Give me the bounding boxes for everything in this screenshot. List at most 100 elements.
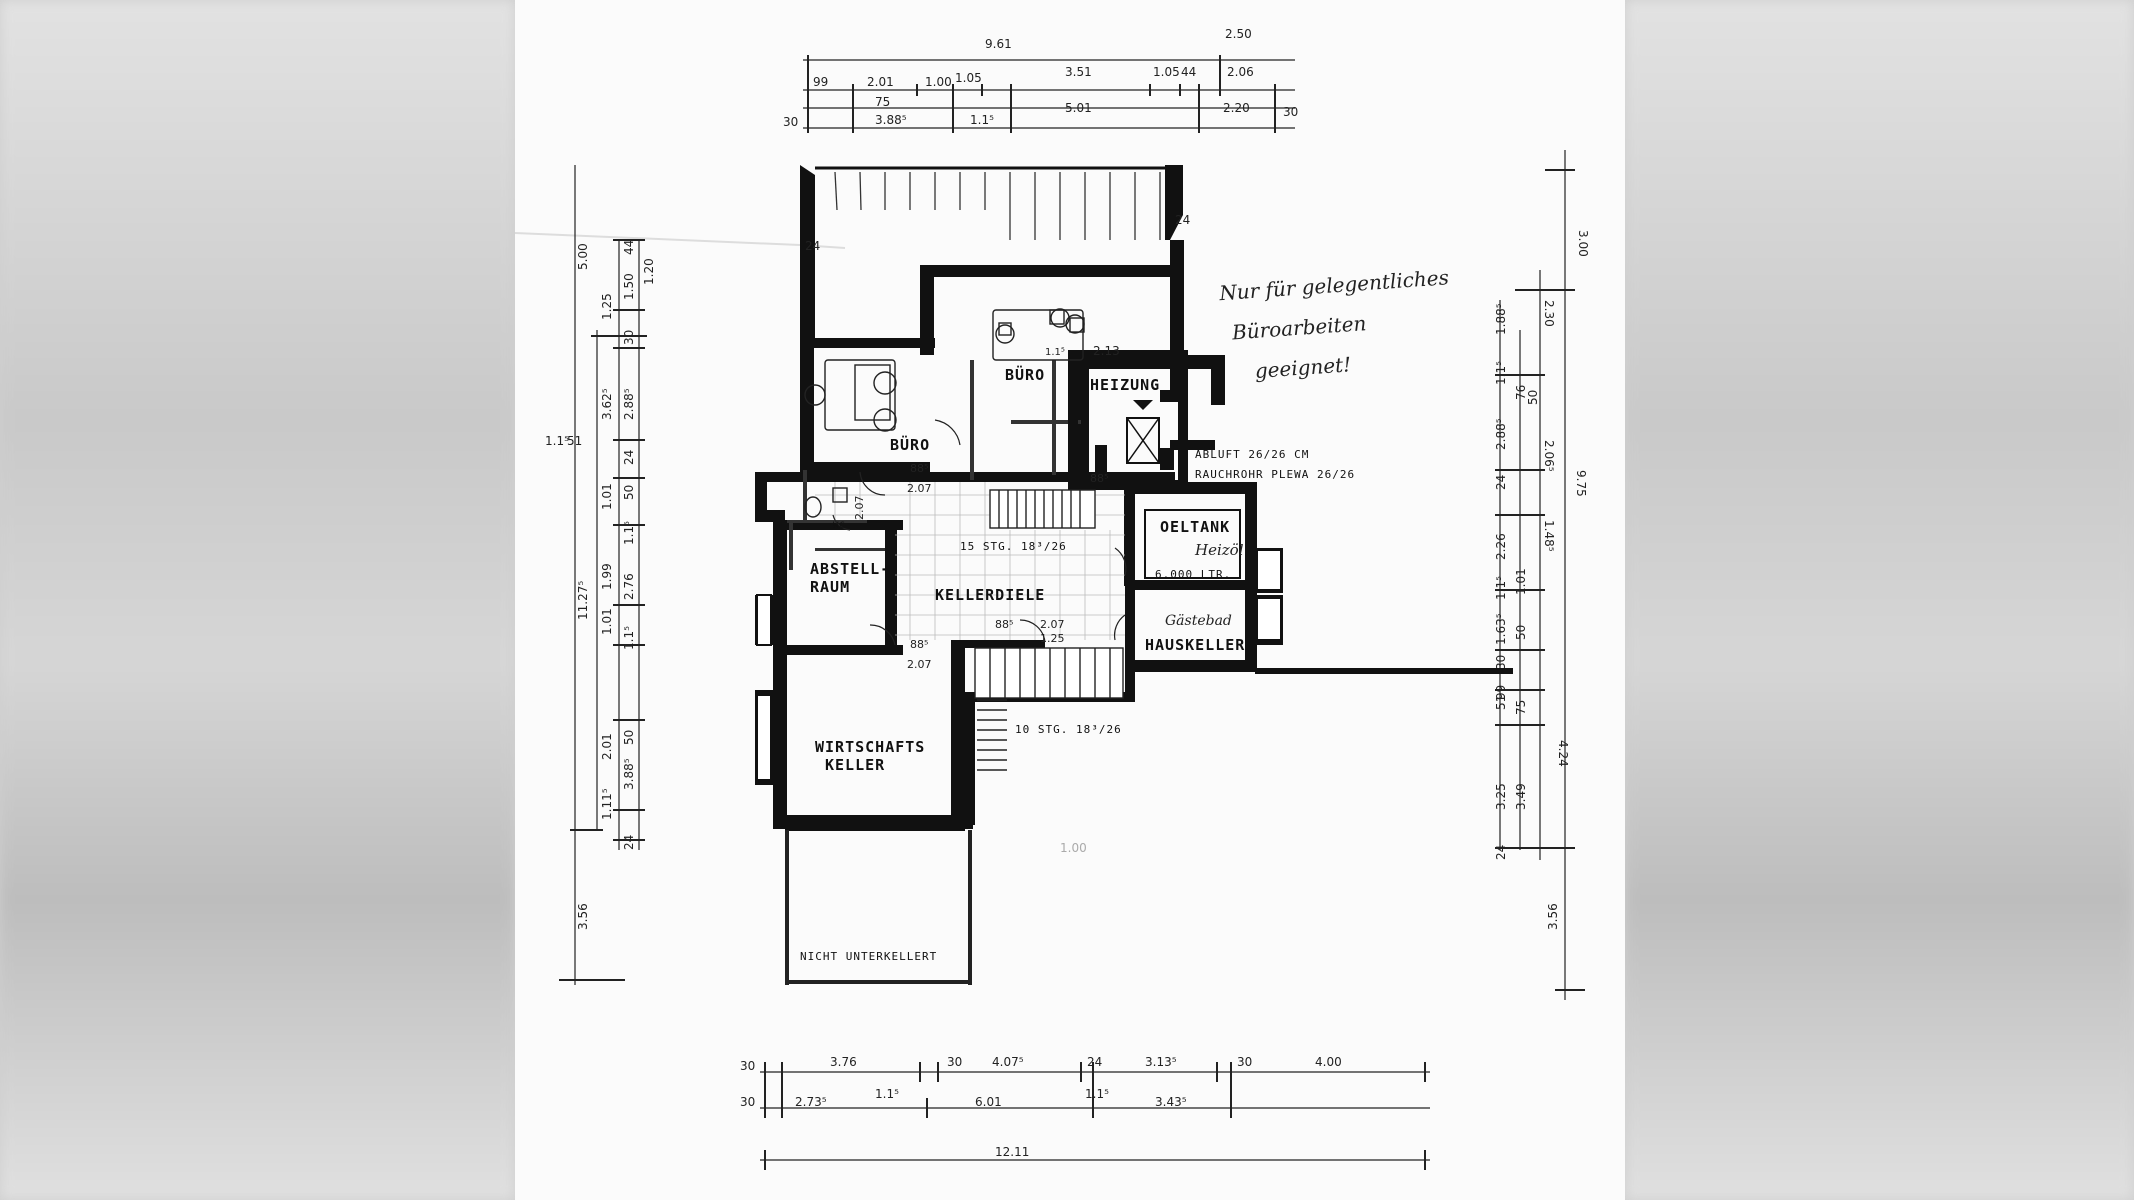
dim-label: 1.11⁵ bbox=[600, 788, 614, 820]
staircase-lower bbox=[974, 647, 1124, 771]
dim-label: 5.00 bbox=[576, 243, 590, 270]
dim-label: 2.26 bbox=[1494, 533, 1508, 560]
dim-label: 1.88⁵ bbox=[1494, 303, 1508, 335]
bottom-dimension-labels: 30 3.76 30 4.07⁵ 24 3.13⁵ 30 4.00 30 2.7… bbox=[740, 1055, 1342, 1159]
dim-label: 50 bbox=[1514, 625, 1528, 640]
dim-label: 1.1⁵ bbox=[1085, 1087, 1109, 1101]
note-stairs-upper: 15 STG. 18³/26 bbox=[960, 540, 1067, 553]
dim-label: 50 bbox=[1526, 390, 1540, 405]
dim-label: 12.11 bbox=[995, 1145, 1029, 1159]
dim-label: 75 bbox=[1514, 700, 1528, 715]
dim-label: 3.62⁵ bbox=[600, 388, 614, 420]
dim-label: 30 bbox=[1283, 105, 1298, 119]
dim-label: 50 bbox=[622, 485, 636, 500]
dim-label: 2.07 bbox=[907, 658, 932, 671]
dim-label: 3.88⁵ bbox=[875, 113, 907, 127]
dim-label: 3.88⁵ bbox=[622, 758, 636, 790]
room-label-wirtschaftskeller-line2: KELLER bbox=[825, 756, 885, 774]
dim-label: 4.24 bbox=[1556, 740, 1570, 767]
dim-label: 11.27⁵ bbox=[576, 581, 590, 620]
dim-label: 1.99 bbox=[600, 563, 614, 590]
dim-label: 3.43⁵ bbox=[1155, 1095, 1187, 1109]
floor-plan-sheet: 9.61 2.50 99 2.01 1.00 1.05 3.51 1.05 44… bbox=[515, 0, 1625, 1200]
dim-label: 88⁵ bbox=[910, 462, 928, 475]
room-label-oeltank: OELTANK bbox=[1160, 518, 1230, 536]
right-dimension-labels: 3.00 9.75 3.56 2.30 2.06⁵ 1.48⁵ 4.24 3.4… bbox=[1494, 230, 1590, 930]
dim-label: 24 bbox=[1494, 845, 1508, 860]
dim-label: 30 bbox=[783, 115, 798, 129]
doors bbox=[832, 419, 1127, 646]
dim-label: 4.07⁵ bbox=[992, 1055, 1024, 1069]
dim-label: 2.88⁵ bbox=[1494, 418, 1508, 450]
dim-label: 2.73⁵ bbox=[795, 1095, 827, 1109]
dim-label: 44 bbox=[622, 240, 636, 255]
dim-label: 2.07 bbox=[853, 496, 866, 521]
dim-label: 1.05 bbox=[1153, 65, 1180, 79]
blurred-background-left bbox=[0, 0, 515, 1200]
right-dimension-lines bbox=[1495, 150, 1585, 1000]
dim-label: 1.50 bbox=[622, 273, 636, 300]
dim-label: 1.01 bbox=[600, 483, 614, 510]
room-label-abstellraum-line2: RAUM bbox=[810, 578, 850, 596]
dim-label: 3.56 bbox=[576, 903, 590, 930]
dim-label: 24 bbox=[1087, 1055, 1102, 1069]
dim-label: 30 bbox=[740, 1059, 755, 1073]
left-dimension-lines bbox=[559, 165, 647, 985]
dim-label: 3.49 bbox=[1514, 783, 1528, 810]
dim-label: 1.01 bbox=[600, 608, 614, 635]
dim-label: 30 bbox=[740, 1095, 755, 1109]
dim-label: 1.1⁵ bbox=[545, 434, 569, 448]
dim-label: 1.63⁵ bbox=[1494, 613, 1508, 645]
dim-label: 76 bbox=[1514, 385, 1528, 400]
dim-label: 1.1⁵ bbox=[622, 521, 636, 545]
dim-label: 1.1⁵ bbox=[622, 626, 636, 650]
boiler-icon bbox=[1133, 400, 1153, 410]
dim-label: 99 bbox=[813, 75, 828, 89]
dim-label: 88⁵ bbox=[995, 618, 1013, 631]
dim-top-total: 9.61 bbox=[985, 37, 1012, 51]
dim-label: 88⁵ bbox=[1090, 472, 1108, 485]
dim-label: 1.1⁵ bbox=[970, 113, 994, 127]
dim-label: 3.00 bbox=[1576, 230, 1590, 257]
paper-fold bbox=[515, 232, 801, 246]
dim-top-right: 2.50 bbox=[1225, 27, 1252, 41]
dim-label: 1.05 bbox=[955, 71, 982, 85]
room-label-wirtschaftskeller-line1: WIRTSCHAFTS bbox=[815, 738, 925, 756]
dim-label: 1.1⁵ bbox=[875, 1087, 899, 1101]
handwritten-line3: geeignet! bbox=[1254, 352, 1352, 383]
dim-label: 1.1⁵ bbox=[1494, 361, 1508, 385]
basement-floor-plan: 9.61 2.50 99 2.01 1.00 1.05 3.51 1.05 44… bbox=[515, 27, 1590, 1170]
dim-label: 30 bbox=[1494, 655, 1508, 670]
dim-label: 2.20 bbox=[1223, 101, 1250, 115]
blurred-background-right bbox=[1625, 0, 2134, 1200]
room-label-buero-upper: BÜRO bbox=[1005, 365, 1045, 384]
room-label-hauskeller: HAUSKELLER bbox=[1145, 636, 1245, 654]
dim-label: 75 bbox=[875, 95, 890, 109]
room-label-kellerdiele: KELLERDIELE bbox=[935, 586, 1045, 604]
dim-label: 1.25 bbox=[600, 293, 614, 320]
dim-label: 24 bbox=[622, 835, 636, 850]
dim-label: 51 bbox=[1494, 695, 1508, 710]
left-dimension-labels: 5.00 11.27⁵ 3.56 1.25 3.62⁵ 1.01 1.99 1.… bbox=[545, 240, 656, 930]
dim-label: 1.48⁵ bbox=[1542, 520, 1556, 552]
dim-label: 24 bbox=[1175, 213, 1190, 227]
dim-label: 3.56 bbox=[1546, 903, 1560, 930]
dim-label: 1.00 bbox=[1060, 841, 1087, 855]
dim-label: 2.76 bbox=[622, 573, 636, 600]
dim-label: 50 bbox=[622, 730, 636, 745]
wc-fixture bbox=[804, 487, 848, 518]
dim-label: 30 bbox=[947, 1055, 962, 1069]
dim-label: 24 bbox=[805, 239, 820, 253]
dim-label: 6.01 bbox=[975, 1095, 1002, 1109]
oeltank-handwritten: Heizöl bbox=[1194, 541, 1244, 559]
dim-label: 1.01 bbox=[1514, 568, 1528, 595]
interior-dimensions: 2.13 1.1⁵ 88⁵ 2.07 2.07 88⁵ 2.07 1.25 88… bbox=[805, 213, 1190, 855]
staircase-upper bbox=[989, 489, 1096, 529]
top-dimension-lines bbox=[803, 55, 1295, 133]
chimney bbox=[1126, 417, 1160, 464]
handwritten-line1: Nur für gelegentliches bbox=[1218, 265, 1450, 305]
dim-label: 2.07 bbox=[907, 482, 932, 495]
dim-label: 2.01 bbox=[600, 733, 614, 760]
dim-label: 88⁵ bbox=[910, 638, 928, 651]
room-label-abstellraum-line1: ABSTELL- bbox=[810, 560, 890, 578]
